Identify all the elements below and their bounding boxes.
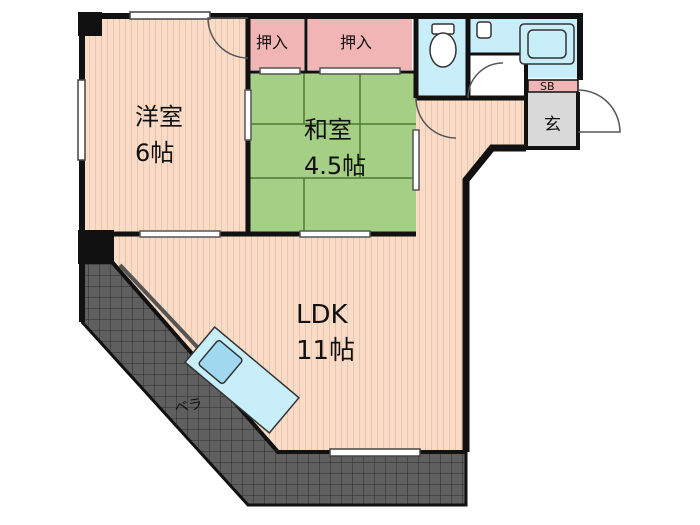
entrance-floor — [528, 92, 578, 146]
closet-right-label: 押入 — [340, 33, 372, 52]
japanese-room — [248, 72, 416, 234]
balcony-label: ベラ — [173, 396, 203, 417]
ldk-size: 11帖 — [296, 336, 355, 366]
door-swings — [207, 17, 621, 139]
western-room — [82, 16, 248, 234]
closet-right — [308, 18, 412, 70]
japanese-room-name: 和室 — [304, 116, 352, 144]
western-room-name: 洋室 — [135, 103, 183, 131]
western-room-size: 6帖 — [135, 139, 174, 167]
ldk-name: LDK — [296, 300, 349, 330]
washroom — [470, 54, 526, 98]
column-mid-left — [78, 230, 114, 264]
toilet-icon — [429, 23, 457, 68]
entrance-label: 玄 — [544, 115, 561, 135]
column-top-left — [78, 12, 102, 36]
kitchen-counter — [184, 325, 300, 435]
sliding-doors — [118, 67, 420, 352]
windows — [77, 11, 421, 457]
shoe-box-label: SB — [540, 80, 555, 93]
closet-left-label: 押入 — [256, 33, 288, 52]
closet-left — [250, 18, 306, 70]
bathtub-icon — [476, 21, 575, 65]
japanese-room-size: 4.5帖 — [304, 152, 366, 180]
